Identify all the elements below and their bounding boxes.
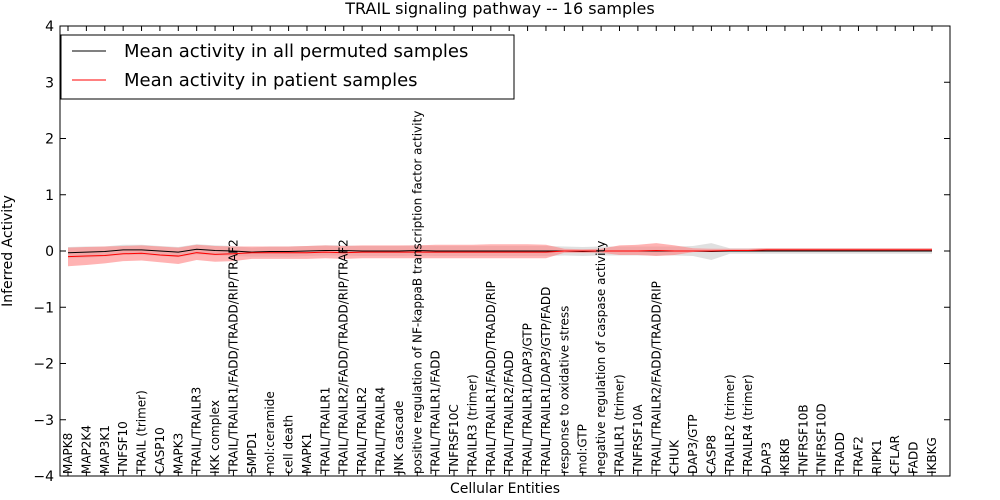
x-tick-label: TRAIL/TRAILR2/FADD/TRADD/RIP (649, 281, 663, 475)
line-series-0 (67, 248, 932, 254)
x-tick-label: TNFSF10 (116, 421, 130, 475)
x-tick-label: JNK cascade (392, 401, 406, 475)
series-lines (67, 248, 932, 258)
y-tick-label: −4 (33, 469, 54, 485)
legend-label-1: Mean activity in patient samples (124, 70, 418, 91)
confidence-bands (68, 243, 932, 267)
x-tick-label: TRAIL/TRAILR2/FADD/TRADD/RIP/TRAF2 (337, 239, 351, 475)
x-tick-label: CASP8 (704, 435, 718, 474)
x-tick-label: TRAIL/TRAILR1/DAP3/GTP/FADD (539, 287, 553, 475)
x-tick-label: IKK complex (208, 400, 222, 474)
x-tick-label: TRAIL/TRAILR1/FADD/TRADD/RIP/TRAF2 (226, 239, 240, 475)
x-tick-label: TRAILR4 (trimer) (741, 374, 755, 475)
x-tick-label: TRAIL/TRAILR3 (190, 387, 204, 475)
x-tick-label: TRAILR3 (trimer) (465, 374, 479, 475)
x-tick-label: positive regulation of NF-kappaB transcr… (410, 111, 424, 474)
x-tick-label: mol:ceramide (263, 391, 277, 474)
y-tick-label: 1 (45, 188, 54, 204)
y-tick-label: 4 (45, 19, 54, 35)
x-tick-label: MAP2K4 (79, 425, 93, 474)
x-tick-label: CFLAR (888, 435, 902, 474)
x-tick-label: RIPK1 (870, 439, 884, 474)
x-axis: MAPK8 MAP2K4 MAP3K1 TNFSF10 TRAIL (trimer) CA… (61, 26, 939, 476)
x-tick-label: TRAIL/TRAILR1 (318, 387, 332, 475)
legend-label-0: Mean activity in all permuted samples (124, 41, 468, 62)
x-tick-label: TRAIL/TRAILR2/FADD (502, 350, 516, 475)
chart-title: TRAIL signaling pathway -- 16 samples (344, 0, 654, 18)
x-tick-label: negative regulation of caspase activity (594, 241, 608, 474)
x-tick-label: DAP3/GTP (686, 414, 700, 474)
y-tick-label: −3 (33, 413, 54, 429)
x-tick-label: MAP3K1 (98, 425, 112, 474)
y-tick-label: 2 (45, 132, 54, 148)
legend: Mean activity in all permuted samplesMea… (60, 34, 515, 100)
x-tick-label: TRAILR2 (trimer) (723, 374, 737, 475)
y-tick-label: 3 (45, 75, 54, 91)
y-tick-label: −1 (33, 300, 54, 316)
x-tick-label: FADD (907, 442, 921, 475)
y-tick-label: −2 (33, 357, 54, 373)
x-tick-label: TRAIL/TRAILR1/FADD (429, 350, 443, 475)
x-tick-label: TRAIL (trimer) (135, 390, 149, 475)
line-series-1 (67, 249, 932, 258)
x-tick-label: TRAF2 (851, 436, 865, 475)
x-tick-label: TRAILR1 (trimer) (612, 374, 626, 475)
y-axis-label: Inferred Activity (0, 195, 16, 307)
x-tick-label: TRADD (833, 432, 847, 475)
x-tick-label: CASP10 (153, 427, 167, 474)
x-tick-label: DAP3 (760, 442, 774, 474)
x-tick-label: cell death (282, 415, 296, 474)
x-tick-label: TRAIL/TRAILR2 (355, 387, 369, 475)
x-tick-label: MAPK3 (171, 433, 185, 474)
y-tick-label: 0 (45, 244, 54, 260)
x-tick-label: TNFRSF10B (796, 404, 810, 475)
x-tick-label: IKBKG (925, 437, 939, 474)
x-axis-label: Cellular Entities (450, 481, 560, 497)
x-tick-label: IKBKB (778, 438, 792, 474)
band-series-1 (68, 243, 932, 267)
x-tick-label: MAPK8 (61, 433, 75, 474)
x-tick-label: MAPK1 (300, 433, 314, 474)
x-tick-label: TRAIL/TRAILR1/DAP3/GTP (521, 323, 535, 475)
x-tick-label: response to oxidative stress (557, 306, 571, 474)
legend-items: Mean activity in all permuted samplesMea… (72, 41, 468, 91)
x-tick-label: TRAIL/TRAILR4 (374, 387, 388, 475)
x-tick-label: TNFRSF10C (447, 404, 461, 475)
x-tick-label: CHUK (668, 439, 682, 474)
x-tick-label: TNFRSF10D (815, 403, 829, 475)
x-tick-label: mol:GTP (576, 424, 590, 474)
legend-box (60, 34, 515, 100)
x-tick-label: SMPD1 (245, 432, 259, 474)
x-tick-label: TRAIL/TRAILR1/FADD/TRADD/RIP (484, 281, 498, 475)
x-tick-label: TNFRSF10A (631, 404, 645, 475)
y-axis: −4 −3 −2 −1 0 1 2 3 4 (33, 19, 950, 485)
